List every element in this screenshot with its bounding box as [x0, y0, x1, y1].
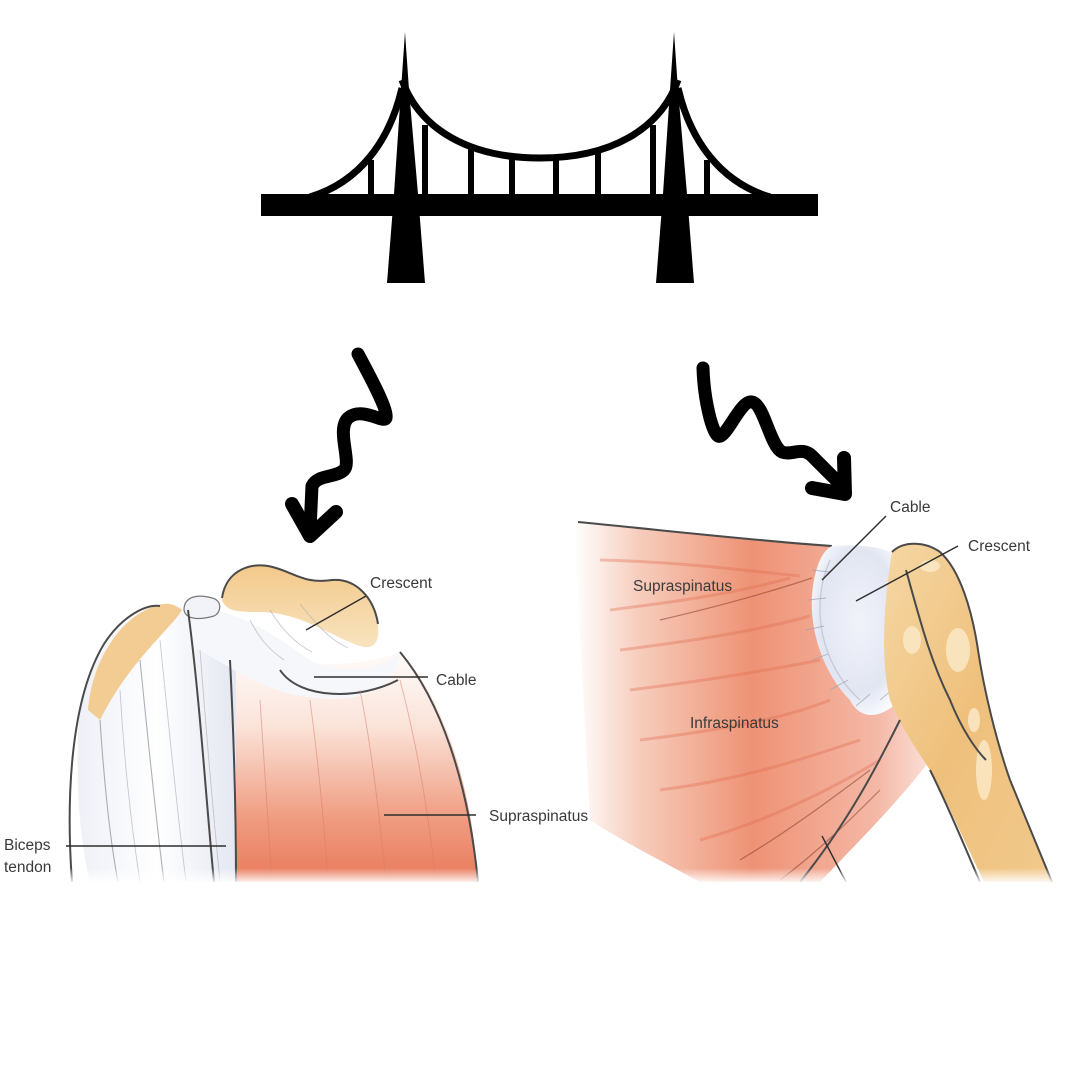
label-biceps-tendon-line1: Biceps: [4, 837, 51, 854]
fade-bottom-right: [560, 868, 1080, 884]
label-crescent-left: Crescent: [370, 575, 433, 592]
fade-bottom-left: [60, 868, 500, 884]
bridge-side-cable-right: [674, 87, 772, 201]
bridge-tower-right: [656, 32, 694, 283]
label-crescent-right: Crescent: [968, 538, 1031, 555]
cable-band-left: [180, 608, 400, 699]
tubercle-knob: [183, 595, 221, 620]
crescent-bone-left: [222, 564, 379, 648]
bridge-tower-left: [387, 32, 425, 283]
label-biceps-tendon-line2: tendon: [4, 859, 51, 876]
supraspinatus-muscle-left: [236, 640, 478, 882]
label-infraspinatus-right: Infraspinatus: [690, 715, 779, 732]
label-cable-left: Cable: [436, 672, 477, 689]
cable-crescent-tendon-right: [811, 545, 907, 715]
humerus-bone-right: [884, 543, 1052, 882]
bridge-side-cable-left: [308, 87, 406, 201]
bridge-main-cable: [398, 78, 682, 162]
squiggly-arrow-down-right-icon: [696, 361, 852, 501]
label-supraspinatus-left: Supraspinatus: [489, 808, 588, 825]
squiggly-arrow-down-left-icon: [285, 347, 393, 543]
label-cable-right: Cable: [890, 499, 931, 516]
bone-cap-left: [88, 603, 182, 720]
label-supraspinatus-right: Supraspinatus: [633, 578, 732, 595]
